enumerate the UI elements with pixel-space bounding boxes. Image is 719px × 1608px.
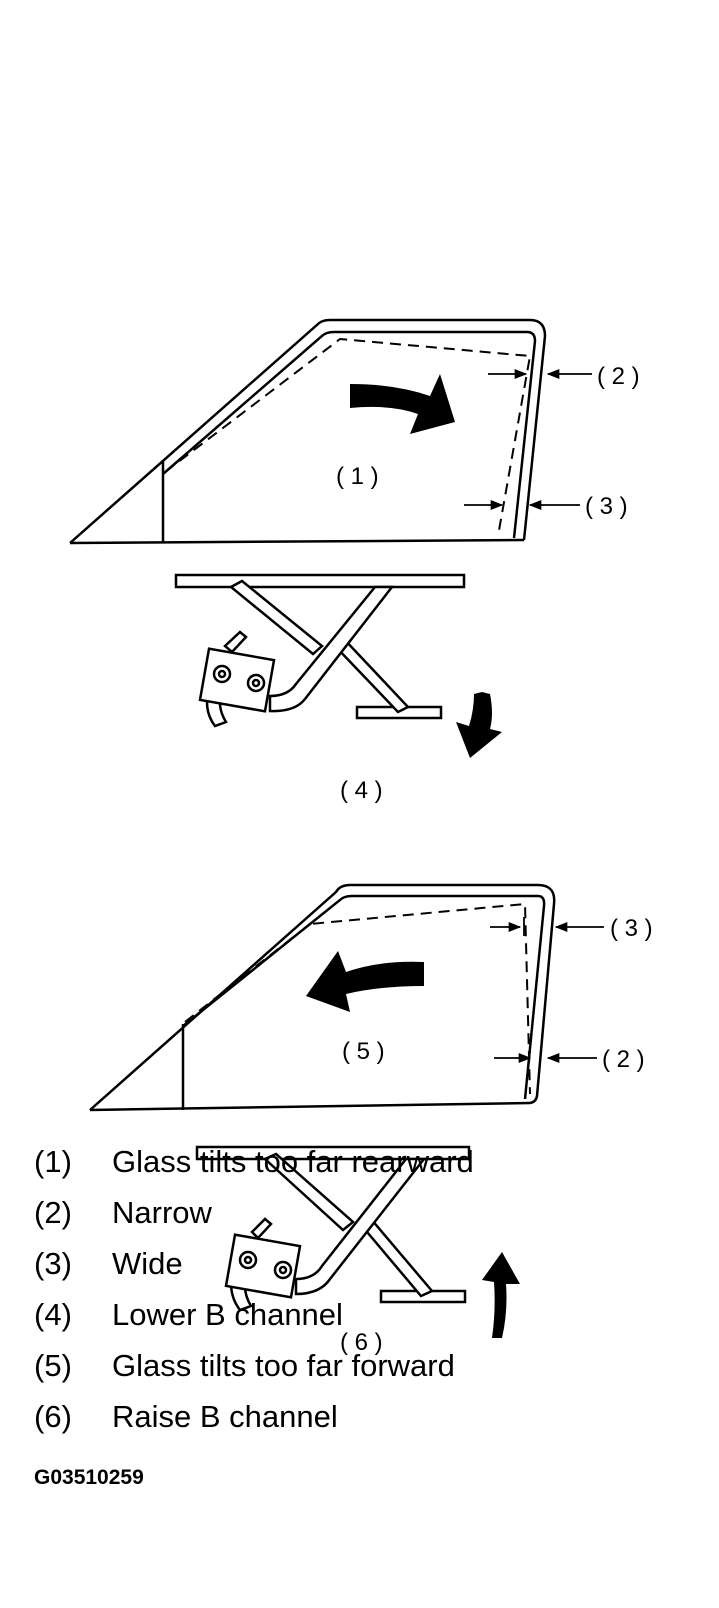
regulator-upper-channel [174,573,466,589]
window-frame-inner [162,330,537,539]
window-sill [69,538,525,545]
bottom-glass-label: ( 5 ) [342,1038,385,1065]
legend-item: (1) Glass tilts too far rearward [34,1142,694,1193]
bottom-wide-callout: ( 3 ) [610,915,653,942]
regulator-motor-plate [198,647,276,713]
legend-text: Wide [112,1246,183,1281]
regulator-upper-channel [195,1145,471,1161]
regulator-bolt [243,1255,253,1265]
glass-outline-dashed [164,337,532,537]
window-frame-outer [69,318,547,544]
regulator-bolt [217,669,227,679]
legend-item: (6) Raise B channel [34,1397,694,1448]
legend-key: (4) [34,1297,72,1332]
top-view [69,318,547,545]
regulator-gear-top [250,1217,273,1240]
figure-code: G03510259 [34,1466,144,1489]
legend-key: (3) [34,1246,72,1281]
glass-outline-dashed [184,902,531,1095]
bottom-callouts [490,917,604,1064]
regulator-lift-arm [268,585,395,713]
legend-key: (2) [34,1195,72,1230]
legend-key: (1) [34,1144,72,1179]
window-frame-inner [182,894,546,1100]
raise-channel-arrow [482,1252,520,1338]
top-glass-label: ( 1 ) [336,463,379,490]
window-sill [89,1101,531,1112]
top-regulator-label: ( 4 ) [340,777,383,804]
bottom-regulator [195,1145,471,1312]
legend: (1) Glass tilts too far rearward (2) Nar… [34,1142,694,1448]
legend-item: (4) Lower B channel [34,1295,694,1346]
rotate-rearward-arrow [350,374,455,434]
legend-text: Glass tilts too far forward [112,1348,455,1383]
regulator-arm [228,579,324,656]
regulator-arm [262,1152,355,1232]
top-callouts [464,368,592,511]
legend-text: Narrow [112,1195,212,1230]
legend-item: (3) Wide [34,1244,694,1295]
legend-item: (5) Glass tilts too far forward [34,1346,694,1397]
legend-key: (6) [34,1399,72,1434]
regulator-arm-cross [333,637,411,714]
legend-text: Lower B channel [112,1297,343,1332]
regulator-lift-arm [294,1157,427,1296]
rotate-forward-arrow [306,951,424,1012]
legend-text: Glass tilts too far rearward [112,1144,474,1179]
window-frame-outer [89,883,556,1111]
legend-text: Raise B channel [112,1399,338,1434]
top-wide-callout: ( 3 ) [585,493,628,520]
lower-channel-arrow [456,692,502,758]
bottom-narrow-callout: ( 2 ) [602,1046,645,1073]
regulator-bolt [251,678,261,688]
regulator-bolt [278,1265,288,1275]
bottom-regulator-label: ( 6 ) [340,1329,383,1356]
top-narrow-callout: ( 2 ) [597,363,640,390]
legend-key: (5) [34,1348,72,1383]
regulator-gear-top [223,630,248,654]
top-regulator [174,573,466,728]
regulator-motor-plate [224,1233,302,1299]
legend-item: (2) Narrow [34,1193,694,1244]
bottom-view [89,883,556,1112]
